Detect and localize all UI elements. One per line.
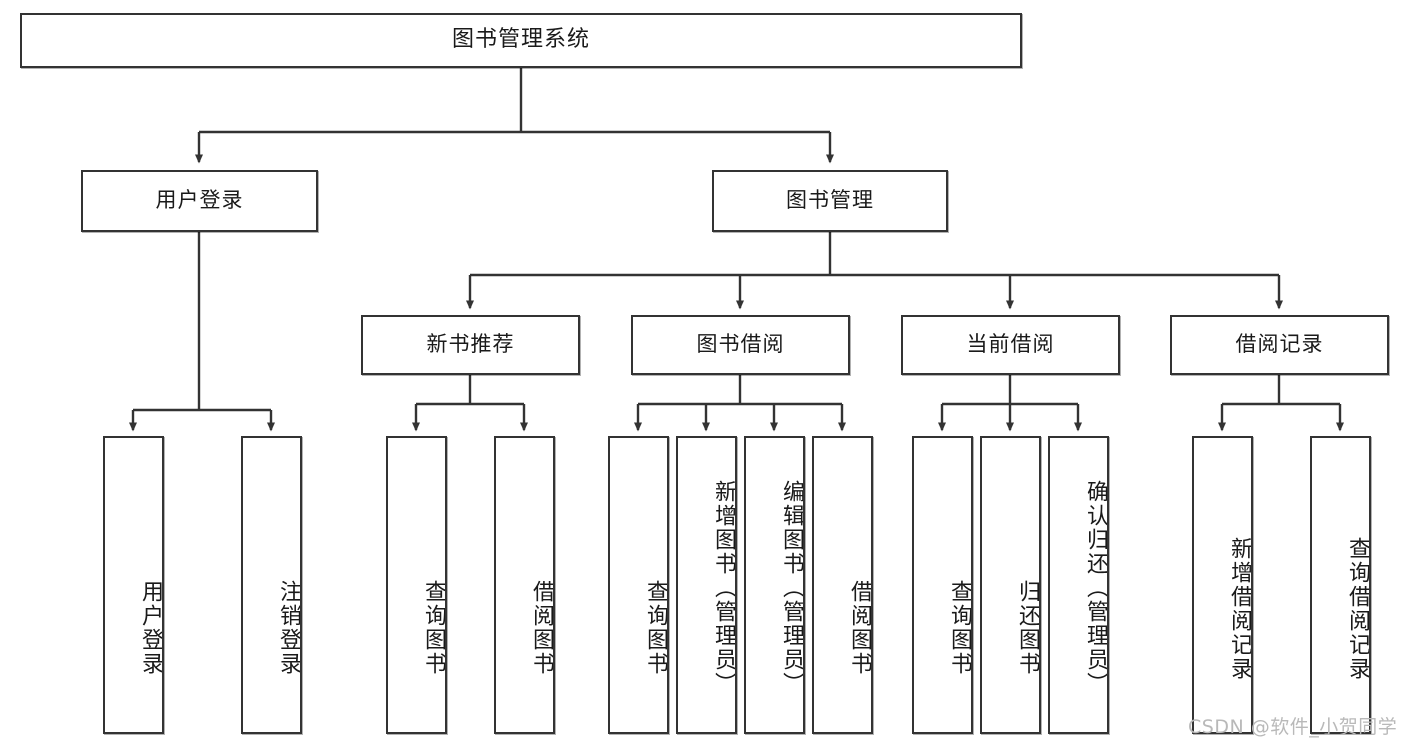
leaf-record-query-record[interactable]: 查询借阅记录 (1310, 436, 1371, 734)
leaf-current-confirm-return-admin[interactable]: 确认归还（管理员） (1048, 436, 1109, 734)
node-book-management[interactable]: 图书管理 (712, 170, 948, 232)
leaf-current-return-book[interactable]: 归还图书 (980, 436, 1041, 734)
node-current-borrow[interactable]: 当前借阅 (901, 315, 1120, 375)
watermark-text: CSDN @软件_小贺同学 (1188, 716, 1398, 738)
leaf-borrow-add-book-admin[interactable]: 新增图书（管理员） (676, 436, 737, 734)
node-user-login[interactable]: 用户登录 (81, 170, 318, 232)
leaf-user-login-signout[interactable]: 注销登录 (241, 436, 302, 734)
node-book-borrow[interactable]: 图书借阅 (631, 315, 850, 375)
leaf-recommend-query-book[interactable]: 查询图书 (386, 436, 447, 734)
leaf-user-login-signin[interactable]: 用户登录 (103, 436, 164, 734)
leaf-current-query-book[interactable]: 查询图书 (912, 436, 973, 734)
leaf-recommend-borrow-book[interactable]: 借阅图书 (494, 436, 555, 734)
leaf-borrow-query-book[interactable]: 查询图书 (608, 436, 669, 734)
leaf-record-add-record[interactable]: 新增借阅记录 (1192, 436, 1253, 734)
leaf-borrow-borrow-book[interactable]: 借阅图书 (812, 436, 873, 734)
leaf-borrow-edit-book-admin[interactable]: 编辑图书（管理员） (744, 436, 805, 734)
node-new-book-recommend[interactable]: 新书推荐 (361, 315, 580, 375)
node-borrow-record[interactable]: 借阅记录 (1170, 315, 1389, 375)
node-root-system[interactable]: 图书管理系统 (20, 13, 1022, 68)
